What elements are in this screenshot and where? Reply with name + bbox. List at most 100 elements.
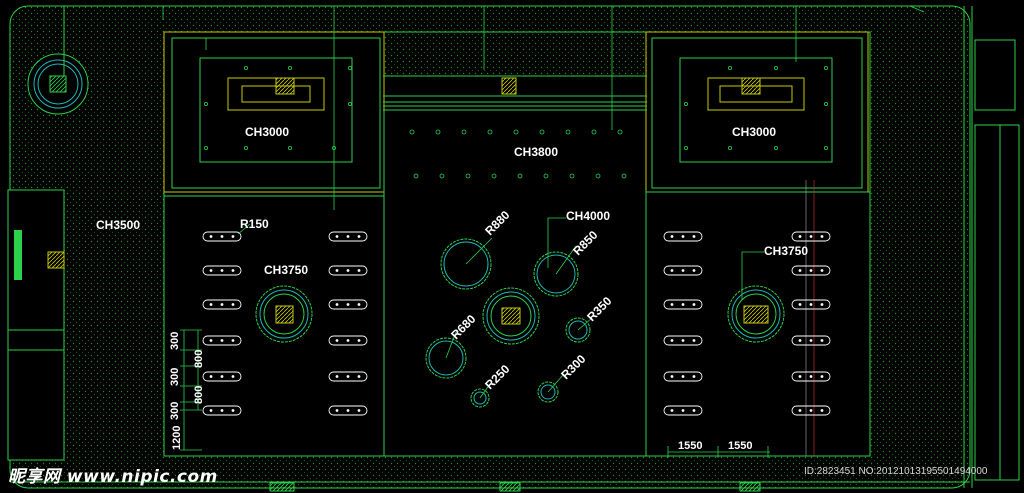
- corridor-bands: [383, 75, 647, 111]
- downlight: [617, 129, 623, 135]
- ceiling-label-center: CH4000: [566, 209, 610, 223]
- circle-center: [482, 287, 540, 345]
- ceiling-label-left-room: CH3000: [245, 125, 289, 139]
- linear-light: [202, 265, 242, 276]
- dim-300-c: 300: [169, 402, 181, 420]
- linear-light: [663, 405, 703, 416]
- downlight: [409, 129, 415, 135]
- linear-light: [328, 405, 368, 416]
- right-top-room: [645, 31, 869, 193]
- downlight: [595, 173, 601, 179]
- circle-r250: [470, 388, 490, 408]
- dim-1200: 1200: [171, 426, 183, 450]
- circle-r300: [537, 381, 559, 403]
- round-ceiling-features: [255, 238, 785, 408]
- linear-light: [791, 265, 831, 276]
- linear-light: [202, 299, 242, 310]
- linear-light: [663, 299, 703, 310]
- downlight: [517, 173, 523, 179]
- downlight: [243, 66, 248, 71]
- linear-light: [663, 335, 703, 346]
- linear-light: [328, 231, 368, 242]
- watermark-site: 昵享网 www.nipic.com: [8, 467, 218, 487]
- linear-light: [663, 231, 703, 242]
- linear-light: [328, 335, 368, 346]
- left-building-edge: [7, 189, 65, 461]
- lamp-left-hall: [255, 285, 313, 343]
- circle-r350: [565, 317, 591, 343]
- linear-light: [202, 371, 242, 382]
- ceiling-label-corridor: CH3800: [514, 145, 558, 159]
- downlight: [569, 173, 575, 179]
- linear-light: [328, 371, 368, 382]
- linear-light: [663, 265, 703, 276]
- downlight: [331, 145, 336, 150]
- downlight: [728, 66, 733, 71]
- downlights: [203, 66, 829, 179]
- radius-label-r150: R150: [240, 217, 269, 231]
- downlight: [591, 129, 597, 135]
- linear-light: [791, 299, 831, 310]
- downlight: [287, 145, 292, 150]
- linear-light: [202, 405, 242, 416]
- dim-1550-b: 1550: [728, 440, 752, 452]
- downlight: [728, 145, 733, 150]
- linear-light: [328, 299, 368, 310]
- linear-light: [663, 371, 703, 382]
- downlight: [684, 145, 689, 150]
- ceiling-label-right-room: CH3000: [732, 125, 776, 139]
- round-planter: [27, 6, 89, 115]
- downlight: [287, 66, 292, 71]
- leader-lines: [162, 5, 925, 456]
- downlight: [347, 102, 352, 107]
- circle-r680: [425, 337, 467, 379]
- downlight: [413, 173, 419, 179]
- linear-light: [791, 405, 831, 416]
- downlight: [539, 129, 545, 135]
- linear-light: [791, 371, 831, 382]
- label-leaders: [237, 217, 764, 399]
- dim-300-a: 300: [169, 332, 181, 350]
- downlight: [203, 102, 208, 107]
- downlight: [543, 173, 549, 179]
- dim-1550-a: 1550: [678, 440, 702, 452]
- linear-light: [202, 231, 242, 242]
- right-building-edge: [963, 6, 1020, 488]
- circle-r850: [533, 251, 579, 297]
- linear-lights: [202, 231, 831, 416]
- downlight: [824, 145, 829, 150]
- dim-800-a: 800: [193, 350, 205, 368]
- downlight: [203, 145, 208, 150]
- downlight: [684, 102, 689, 107]
- ceiling-label-right-hall: CH3750: [764, 244, 808, 258]
- downlight: [621, 173, 627, 179]
- downlight: [487, 129, 493, 135]
- downlight: [347, 66, 352, 71]
- hall-divisions: [164, 110, 870, 456]
- lamp-right-hall: [727, 285, 785, 343]
- downlight: [774, 145, 779, 150]
- downlight: [565, 129, 571, 135]
- ceiling-label-left-hall: CH3750: [264, 263, 308, 277]
- downlight: [513, 129, 519, 135]
- bottom-strip: [10, 455, 970, 492]
- downlight: [774, 66, 779, 71]
- downlight: [465, 173, 471, 179]
- circle-r880: [440, 238, 492, 290]
- downlight: [824, 102, 829, 107]
- downlight: [243, 145, 248, 150]
- downlight: [435, 129, 441, 135]
- linear-light: [791, 231, 831, 242]
- linear-light: [791, 335, 831, 346]
- downlight: [491, 173, 497, 179]
- ceiling-label-left-area: CH3500: [96, 218, 140, 232]
- dim-300-b: 300: [169, 368, 181, 386]
- downlight: [439, 173, 445, 179]
- dim-800-b: 800: [193, 386, 205, 404]
- corridor-roof: [383, 32, 647, 76]
- downlight: [824, 66, 829, 71]
- downlight: [461, 129, 467, 135]
- main-interior: [163, 31, 871, 457]
- linear-light: [202, 335, 242, 346]
